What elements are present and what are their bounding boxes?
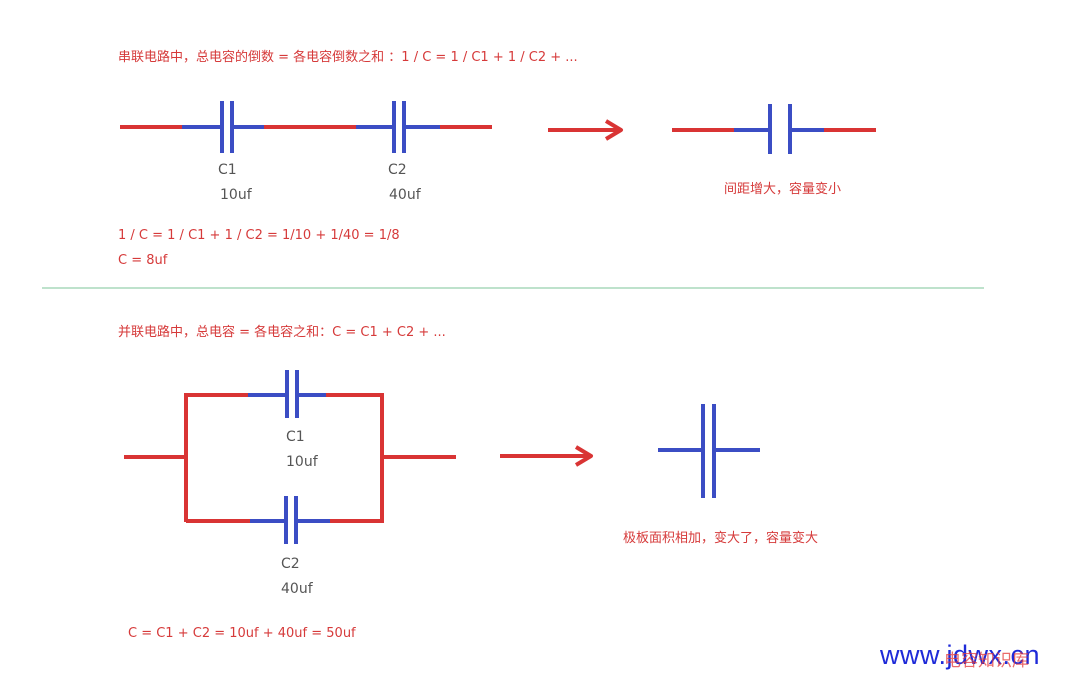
series-formula-line2: C = 8uf [118,253,168,268]
series-c1-label: C1 [218,162,237,178]
parallel-formula: C = C1 + C2 = 10uf + 40uf = 50uf [128,626,356,641]
series-arrow [548,119,623,141]
series-c2-label: C2 [388,162,407,178]
watermark-url: www.jdwx.cn [880,640,1041,670]
parallel-c2-value: 40uf [281,581,313,597]
parallel-equivalent-capacitor [658,404,760,498]
series-formula-line1: 1 / C = 1 / C1 + 1 / C2 = 1/10 + 1/40 = … [118,228,400,243]
watermark-overlay: 电容知识库 [944,651,1029,671]
series-c1-value: 10uf [220,187,252,203]
series-equivalent-capacitor [672,104,876,154]
parallel-circuit [124,370,456,544]
series-circuit [120,101,492,153]
parallel-result-note: 极板面积相加，变大了，容量变大 [623,531,819,546]
parallel-c1-value: 10uf [286,454,318,470]
parallel-c1-label: C1 [286,429,305,445]
series-result-note: 间距增大，容量变小 [724,182,842,197]
series-heading: 串联电路中，总电容的倒数 = 各电容倒数之和 ：1 / C = 1 / C1 +… [118,50,578,65]
parallel-heading: 并联电路中，总电容 = 各电容之和：C = C1 + C2 + ... [118,325,446,340]
parallel-c2-label: C2 [281,556,300,572]
series-c2-value: 40uf [389,187,421,203]
parallel-arrow [500,445,593,467]
